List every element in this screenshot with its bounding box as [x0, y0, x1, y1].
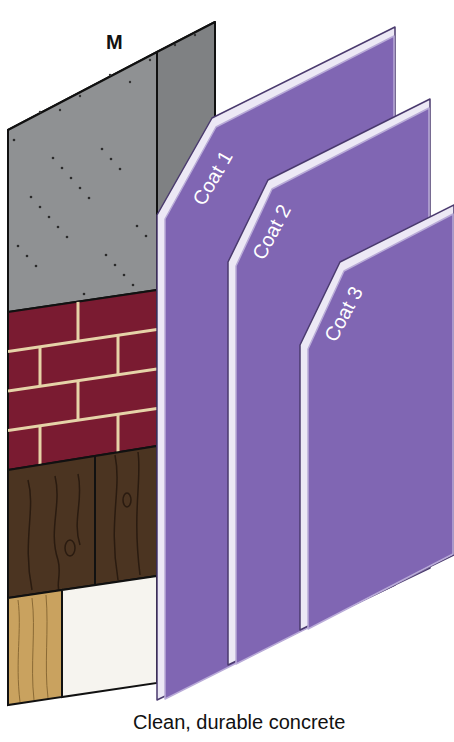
coat-panel: Coat 3 — [300, 205, 454, 630]
brick-layer — [8, 290, 157, 470]
coat-outline — [300, 205, 454, 630]
heading-fragment: M — [106, 30, 123, 54]
primer-block — [62, 576, 157, 697]
wood-layer — [8, 446, 157, 598]
concrete-layer — [8, 52, 157, 312]
caption-text: Clean, durable concrete — [133, 710, 345, 734]
light-wood-layer — [8, 590, 62, 705]
